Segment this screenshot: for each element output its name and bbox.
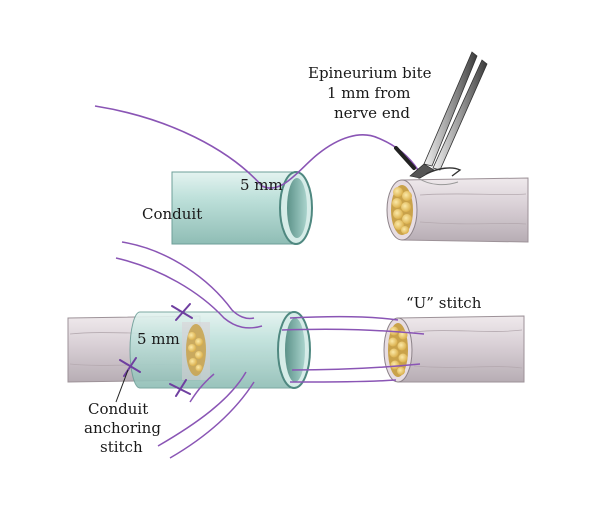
epineurium-label-line3: nerve end [334,104,410,122]
bottom-right-nerve [383,315,525,383]
anchor-label-line3: stitch [100,438,143,456]
epineurium-label-line2: 1 mm from [327,84,411,102]
measure-label-top: 5 mm [240,176,283,194]
top-conduit [171,171,313,245]
conduit-label-top: Conduit [142,205,202,223]
top-suture [94,105,419,189]
bottom-conduit [129,311,311,389]
epineurium-label-line1: Epineurium bite [308,64,432,82]
measure-label-bottom: 5 mm [137,330,180,348]
anchor-label-line2: anchoring [84,419,161,437]
top-nerve [386,177,529,243]
anchor-pointer-line [115,369,129,403]
anchoring-stitch-marks [119,303,193,397]
top-nerve-fascicles [392,187,412,234]
u-stitch-label: “U” stitch [406,294,482,312]
forceps-icon [394,51,488,186]
anchor-label-line1: Conduit [88,400,148,418]
bottom-sutures [115,241,425,459]
